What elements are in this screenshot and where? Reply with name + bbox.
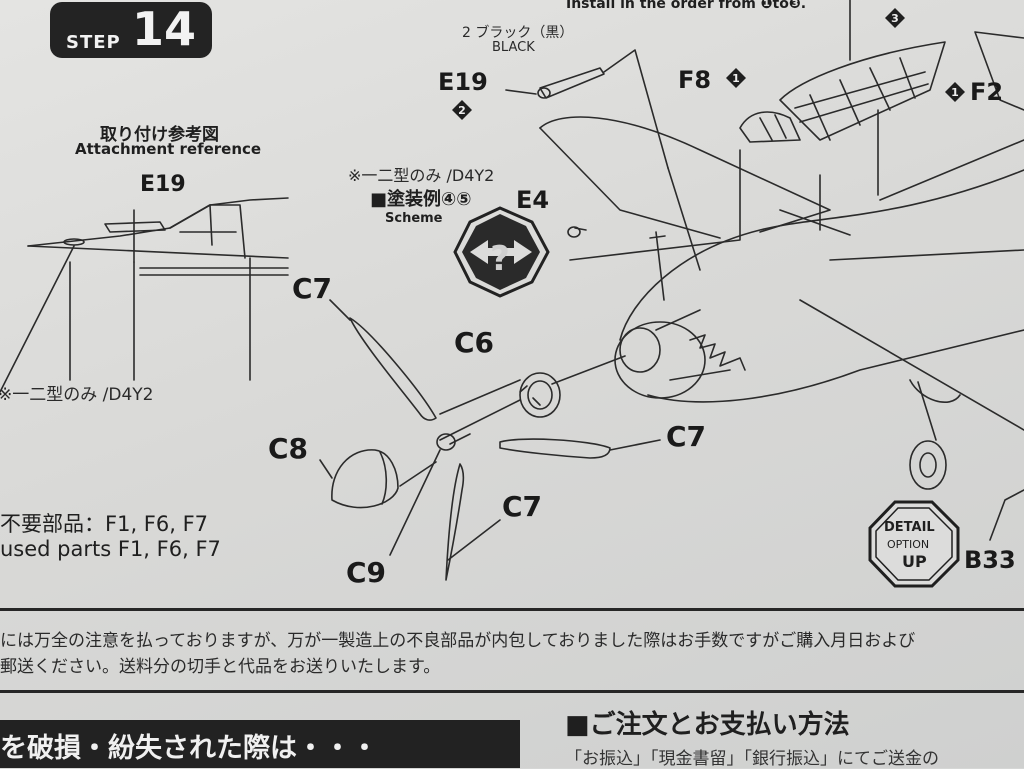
part-e4-label: E4 (516, 186, 550, 214)
svg-text:1: 1 (732, 72, 740, 85)
part-c9-label: C9 (346, 556, 387, 589)
lost-parts-banner: を破損・紛失された際は・・・ (0, 720, 520, 768)
svg-text:3: 3 (891, 12, 899, 25)
detail-up-badge-shape (868, 500, 960, 588)
e19-color-en: BLACK (492, 40, 535, 55)
scheme-hex-icon: ? (453, 206, 550, 298)
detail-badge-line1: DETAIL (884, 520, 935, 535)
unused-parts-ja: 不要部品：F1, F6, F7 (0, 512, 209, 536)
part-b33-label: B33 (964, 546, 1016, 574)
propeller-assembly (319, 299, 661, 581)
step-number: 14 (132, 2, 197, 56)
unused-parts-en: used parts F1, F6, F7 (0, 537, 221, 561)
divider-top (0, 608, 1024, 611)
part-c7-top-label: C7 (292, 272, 333, 305)
detail-option-up-badge: DETAIL OPTION UP (870, 502, 958, 584)
svg-text:?: ? (490, 239, 510, 279)
step-markers: 2 1 1 3 (452, 8, 965, 120)
aircraft-body (539, 0, 1024, 490)
step-badge: STEP 14 (50, 2, 212, 58)
scheme-title-ja: ■塗装例④⑤ (370, 189, 472, 210)
step-label: STEP (66, 32, 121, 53)
part-c7-bottom-label: C7 (502, 490, 543, 523)
svg-text:1: 1 (951, 86, 959, 99)
b33-leader (989, 489, 1024, 541)
part-f2-label: F2 (970, 78, 1004, 106)
divider-bottom (0, 690, 1024, 693)
part-e19-label: E19 (438, 68, 488, 96)
part-e19-shape (505, 49, 701, 271)
reference-title-en: Attachment reference (75, 140, 262, 158)
part-c6-label: C6 (454, 326, 495, 359)
notice-line-1: には万全の注意を払っておりますが、万が一製造上の不良部品が内包しておりました際は… (0, 631, 916, 651)
reference-sketch (0, 197, 289, 393)
reference-title-ja: 取り付け参考図 (100, 125, 219, 145)
part-f8-label: F8 (678, 66, 712, 94)
scheme-note: ※一二型のみ /D4Y2 (348, 166, 495, 185)
detail-badge-line2: OPTION (887, 538, 930, 551)
svg-text:2: 2 (458, 104, 466, 117)
install-order-note: Install in the order from ❶to❸. (566, 0, 807, 12)
e19-color-ja: 2 ブラック（黒） (462, 25, 574, 41)
notice-line-2: 郵送ください。送料分の切手と代品をお送りいたします。 (0, 657, 441, 677)
part-c7-right-label: C7 (666, 420, 707, 453)
reference-note: ※一二型のみ /D4Y2 (0, 385, 154, 405)
part-c8-label: C8 (268, 432, 309, 465)
reference-part-e19: E19 (140, 172, 186, 197)
order-subtext: 「お振込」「現金書留」「銀行振込」にてご送金の (565, 749, 939, 769)
scheme-title-en: Scheme (385, 211, 443, 226)
part-e4-shape (567, 226, 581, 238)
detail-badge-line3: UP (902, 552, 927, 571)
lost-parts-text: を破損・紛失された際は・・・ (0, 733, 378, 764)
order-heading: ■ご注文とお支払い方法 (565, 710, 850, 740)
